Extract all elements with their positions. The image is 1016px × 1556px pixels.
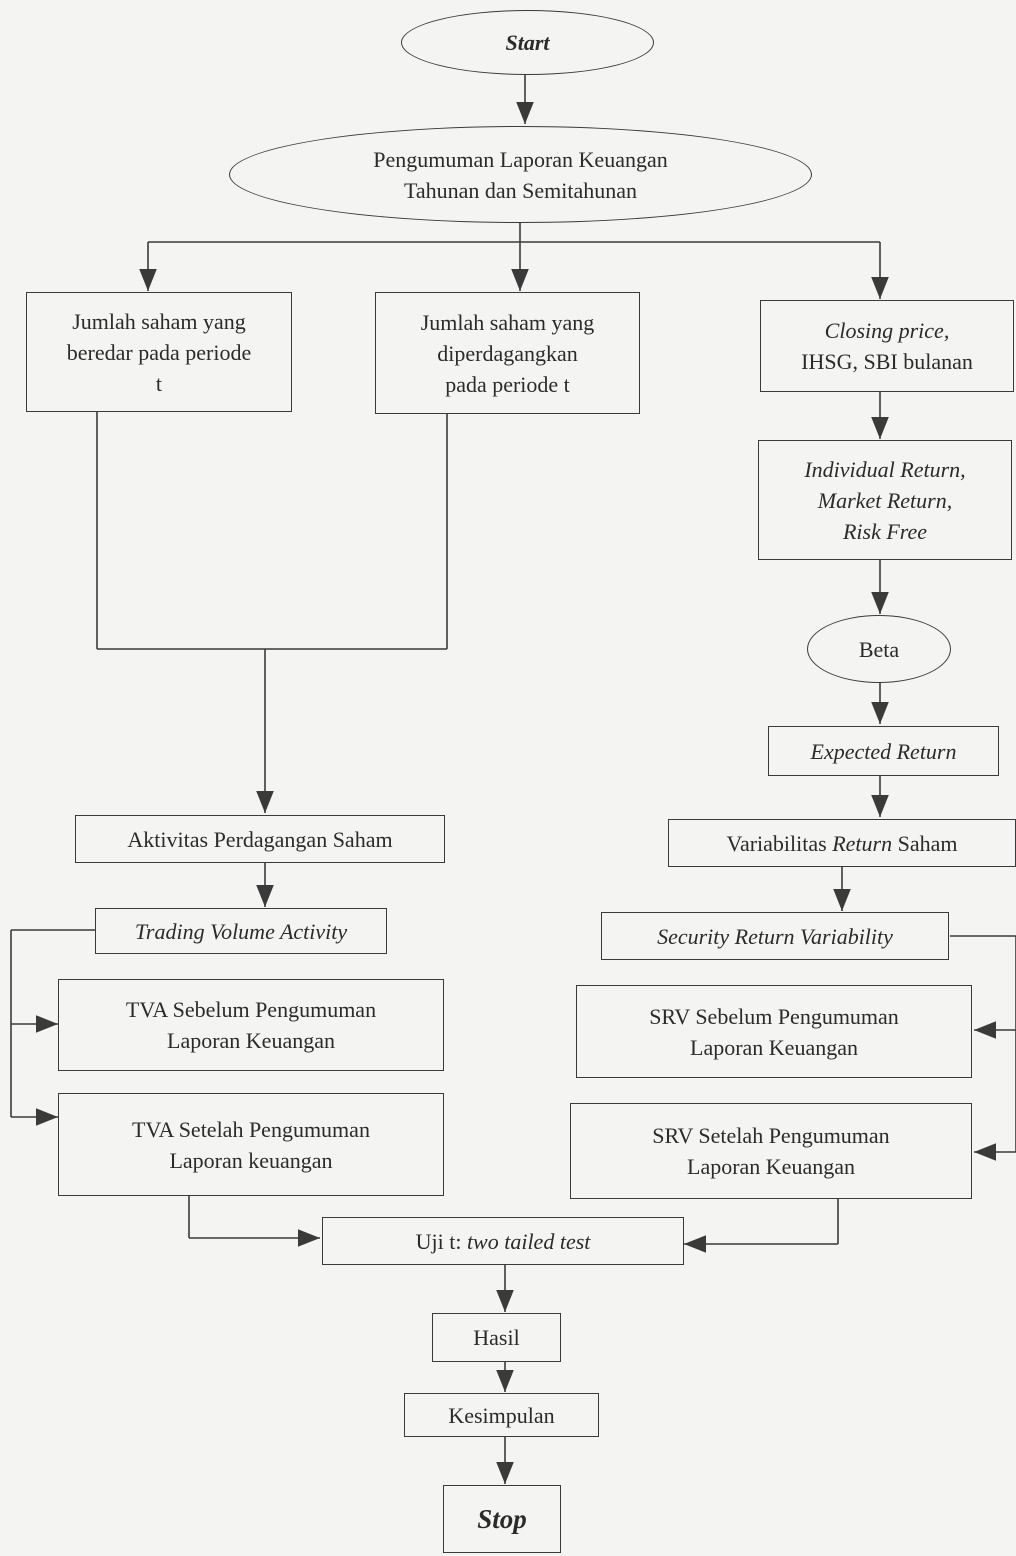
variabilitas-text-b: Return xyxy=(832,830,893,856)
closing-price-label: Closing price, xyxy=(824,318,950,343)
returns-node: Individual Return, Market Return, Risk F… xyxy=(758,440,1012,560)
srv-setelah-node: SRV Setelah Pengumuman Laporan Keuangan xyxy=(570,1103,972,1199)
kesimpulan-node: Kesimpulan xyxy=(404,1393,599,1437)
closing-price-sublabel: IHSG, SBI bulanan xyxy=(801,349,973,374)
variabilitas-text-c: Saham xyxy=(892,830,958,856)
srv-sebelum-node: SRV Sebelum Pengumuman Laporan Keuangan xyxy=(576,985,972,1078)
variabilitas-return-node: Variabilitas Return Saham xyxy=(668,819,1016,867)
pengumuman-node: Pengumuman Laporan Keuangan Tahunan dan … xyxy=(229,126,812,223)
variabilitas-text-a: Variabilitas xyxy=(726,830,833,856)
stop-node: Stop xyxy=(443,1485,561,1553)
security-return-variability-node: Security Return Variability xyxy=(601,912,949,960)
hasil-node: Hasil xyxy=(432,1313,561,1362)
uji-t-method: two tailed test xyxy=(466,1228,591,1254)
tva-setelah-node: TVA Setelah Pengumuman Laporan keuangan xyxy=(58,1093,444,1196)
uji-t-label: Uji t: xyxy=(415,1228,467,1254)
start-node: Start xyxy=(401,10,654,75)
trading-volume-activity-node: Trading Volume Activity xyxy=(95,908,387,954)
expected-return-node: Expected Return xyxy=(768,726,999,776)
closing-price-node: Closing price, IHSG, SBI bulanan xyxy=(760,300,1014,392)
uji-t-node: Uji t: two tailed test xyxy=(322,1217,684,1265)
aktivitas-perdagangan-node: Aktivitas Perdagangan Saham xyxy=(75,815,445,863)
jumlah-saham-beredar-node: Jumlah saham yang beredar pada periode t xyxy=(26,292,292,412)
beta-node: Beta xyxy=(807,615,951,683)
tva-sebelum-node: TVA Sebelum Pengumuman Laporan Keuangan xyxy=(58,979,444,1071)
jumlah-saham-diperdagangkan-node: Jumlah saham yang diperdagangkan pada pe… xyxy=(375,292,640,414)
